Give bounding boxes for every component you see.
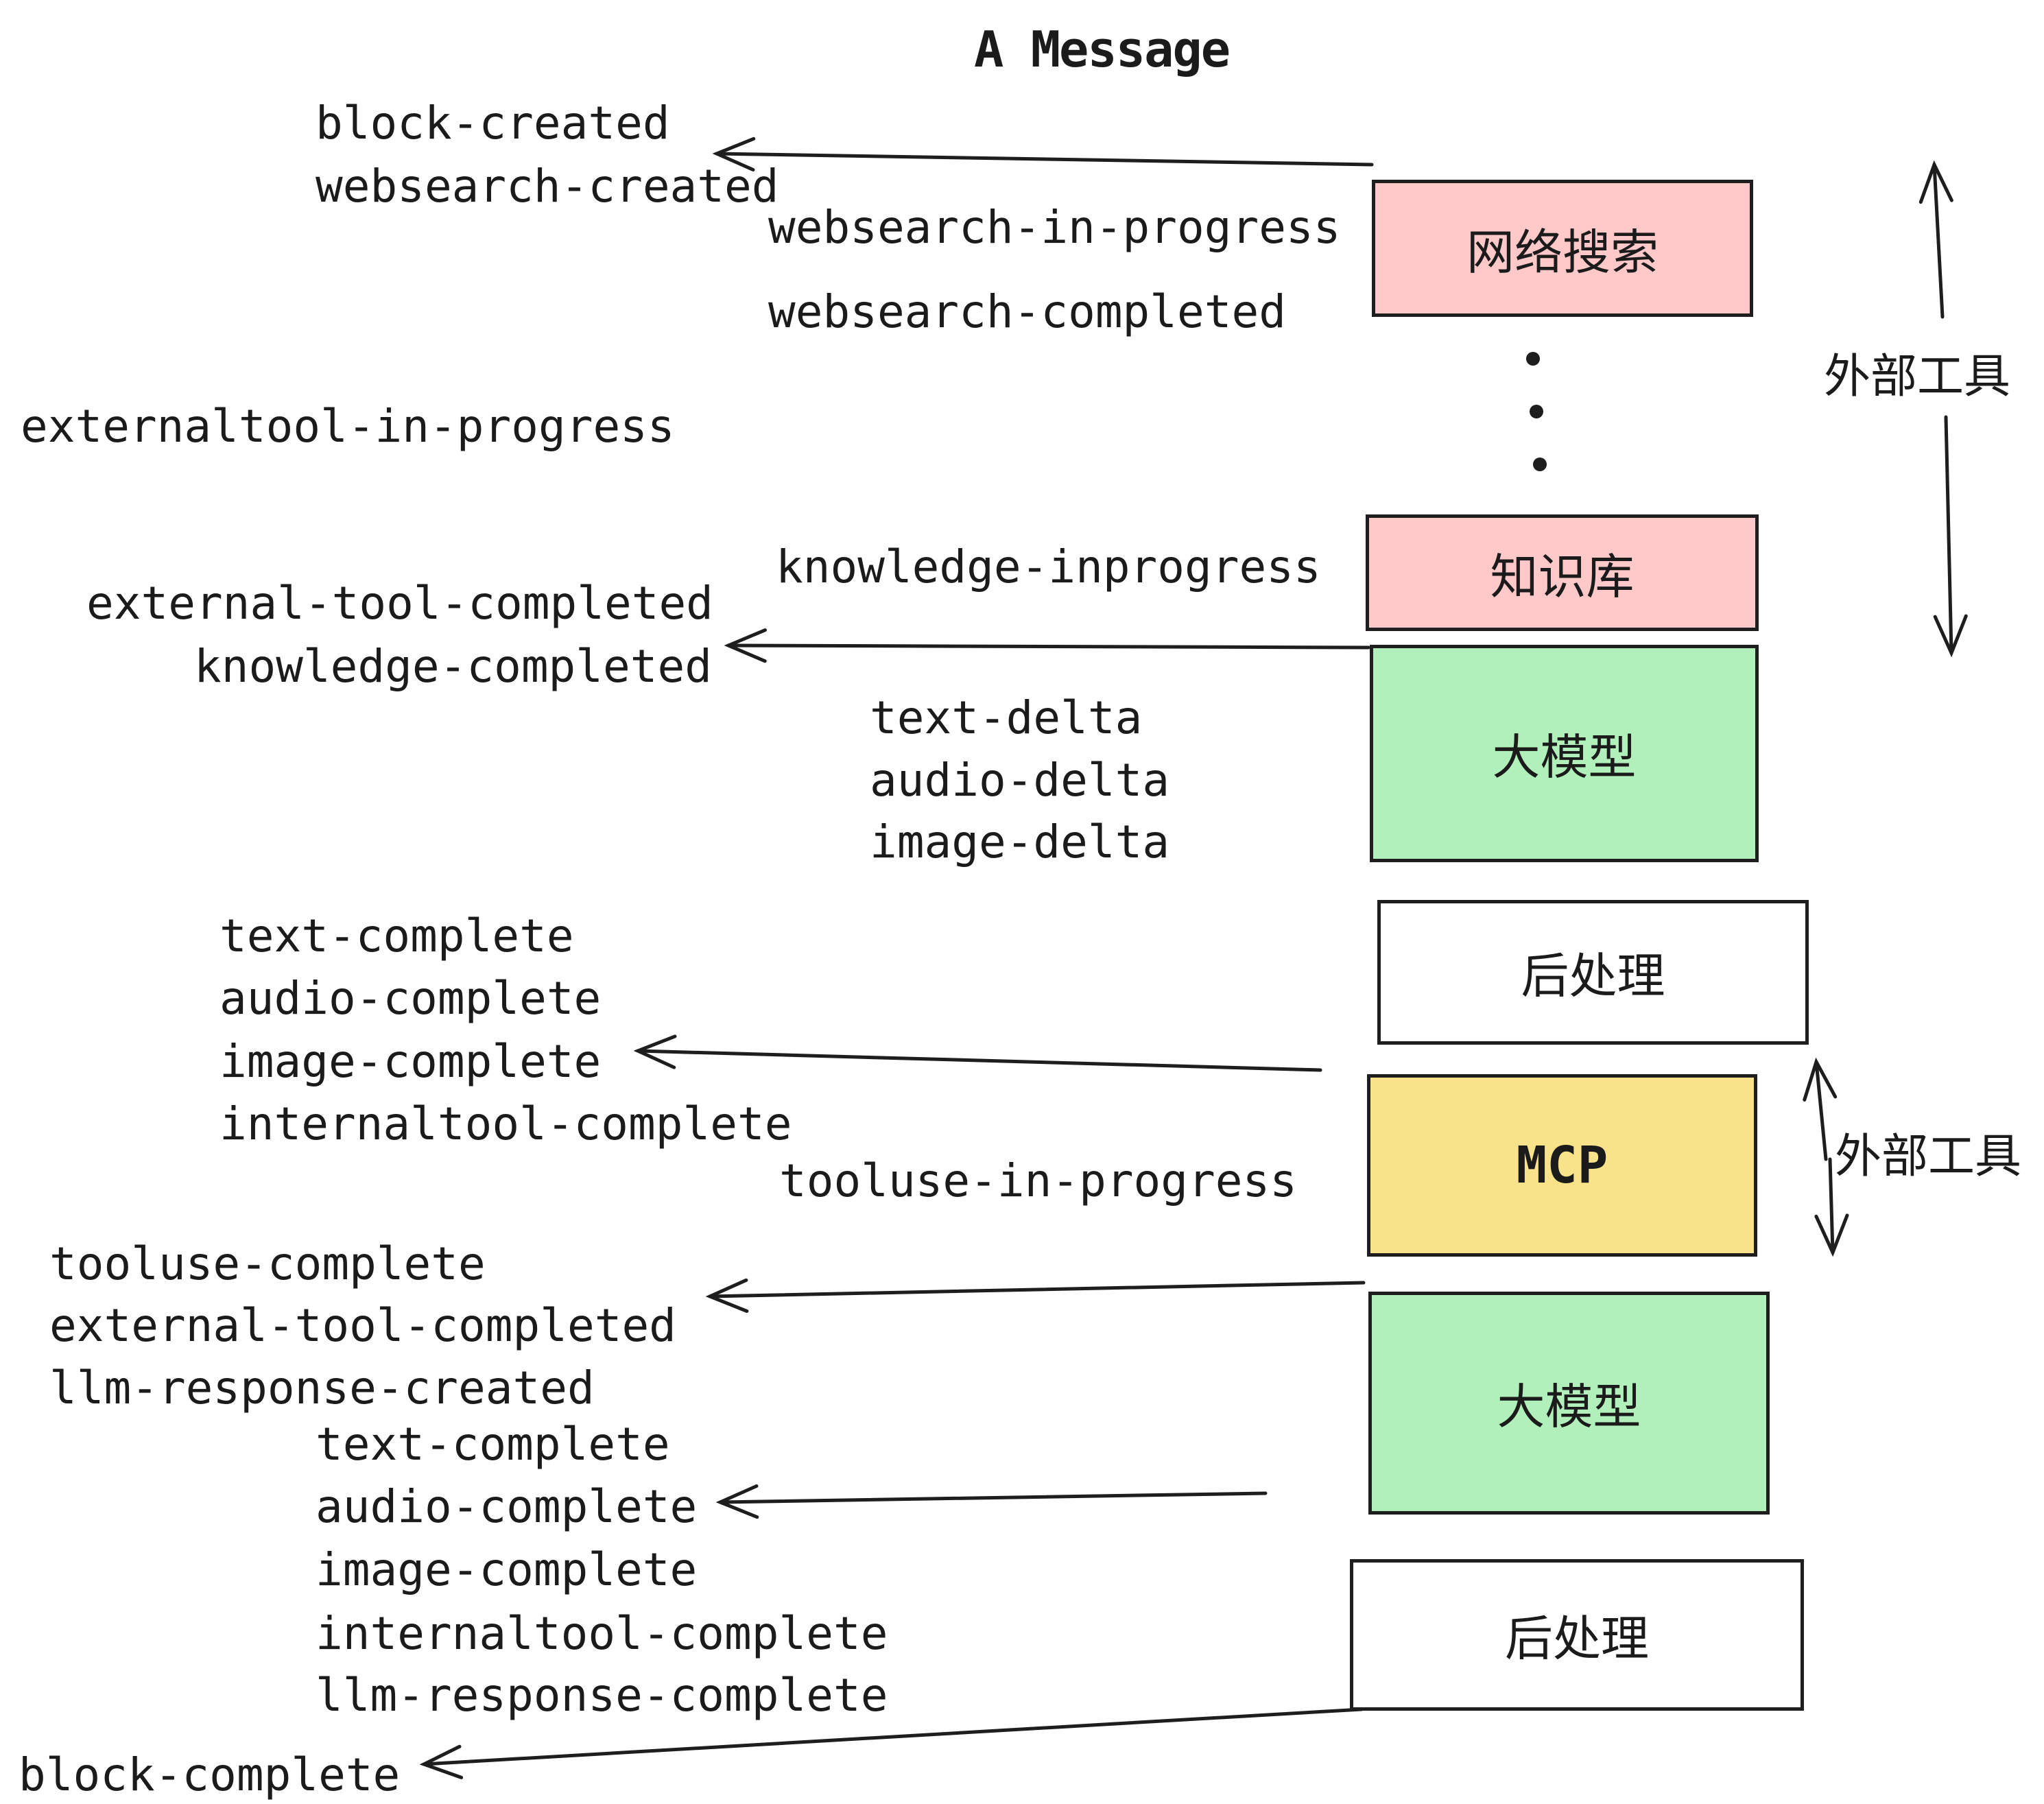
postprocess-box-2: 后处理 <box>1350 1559 1804 1711</box>
arrow-to-image-complete-head <box>633 1034 677 1069</box>
event-label-knowledge-completed: knowledge-completed <box>194 640 712 693</box>
event-label-knowledge-inprogress: knowledge-inprogress <box>776 541 1321 593</box>
ellipsis-dot-2 <box>1530 405 1543 418</box>
event-label-websearch-created: websearch-created <box>316 160 779 213</box>
external-tools-arrow-top-down-head <box>1933 614 1968 658</box>
event-label-block-created: block-created <box>316 97 670 150</box>
llm-box-2-label: 大模型 <box>1497 1379 1641 1435</box>
arrow-to-tooluse-complete-head <box>705 1278 749 1313</box>
event-label-audio-complete: audio-complete <box>316 1480 698 1533</box>
external-tools-label-top: 外部工具 <box>1824 338 2011 406</box>
arrow-to-block-created-head <box>712 137 756 171</box>
postprocess-box-1-label: 后处理 <box>1521 948 1665 1004</box>
external-tools-arrow-bottom-up-head <box>1803 1057 1838 1102</box>
event-label-image-delta: image-delta <box>870 816 1170 868</box>
postprocess-box-1: 后处理 <box>1377 900 1809 1045</box>
external-tools-arrow-top-up <box>1932 163 1945 319</box>
arrow-to-block-complete-head <box>419 1744 464 1779</box>
arrow-to-knowledge-completed-head <box>724 628 767 663</box>
ellipsis-dot-3 <box>1533 458 1547 471</box>
event-label-internaltool-complete: internaltool-complete <box>316 1607 888 1660</box>
event-label-externaltool-in-progress: externaltool-in-progress <box>21 400 675 453</box>
knowledge-base-box: 知识库 <box>1366 514 1759 631</box>
event-label-tooluse-complete: tooluse-complete <box>49 1237 486 1290</box>
websearch-box: 网络搜索 <box>1372 180 1753 317</box>
external-tools-arrow-top-down <box>1944 415 1953 655</box>
event-label-internaltool-complete: internaltool-complete <box>219 1097 792 1150</box>
event-label-external-tool-completed: external-tool-completed <box>86 577 713 630</box>
event-label-llm-response-created: llm-response-created <box>49 1362 595 1414</box>
llm-box-1: 大模型 <box>1370 645 1759 862</box>
arrow-to-block-complete <box>422 1707 1364 1766</box>
event-label-image-complete: image-complete <box>219 1035 602 1088</box>
event-label-audio-delta: audio-delta <box>870 754 1170 807</box>
event-label-text-complete: text-complete <box>219 910 574 962</box>
ellipsis-dot-1 <box>1526 352 1540 366</box>
diagram-title: A Message <box>974 21 1231 78</box>
event-label-text-delta: text-delta <box>870 691 1143 744</box>
llm-box-1-label: 大模型 <box>1492 729 1637 785</box>
arrow-to-image-complete <box>636 1049 1322 1072</box>
external-tools-arrow-bottom-down-head <box>1814 1213 1849 1257</box>
event-label-text-complete: text-complete <box>316 1418 670 1471</box>
event-label-block-complete: block-complete <box>19 1748 401 1801</box>
arrow-to-knowledge-completed <box>726 643 1370 650</box>
external-tools-arrow-bottom-down <box>1828 1157 1835 1255</box>
event-label-tooluse-in-progress: tooluse-in-progress <box>779 1154 1297 1207</box>
mcp-box-label: MCP <box>1516 1136 1608 1195</box>
external-tools-label-bottom: 外部工具 <box>1835 1118 2022 1186</box>
event-label-websearch-in-progress: websearch-in-progress <box>768 201 1341 254</box>
external-tools-arrow-top-up-head <box>1918 160 1953 204</box>
mcp-box: MCP <box>1367 1074 1757 1257</box>
arrow-to-audio-complete <box>718 1491 1268 1504</box>
arrow-to-tooluse-complete <box>708 1281 1366 1298</box>
postprocess-box-2-label: 后处理 <box>1505 1611 1649 1667</box>
websearch-box-label: 网络搜索 <box>1466 224 1659 281</box>
external-tools-arrow-bottom-up <box>1814 1060 1828 1161</box>
arrow-to-audio-complete-head <box>715 1484 759 1519</box>
event-label-websearch-completed: websearch-completed <box>768 285 1286 338</box>
event-label-audio-complete: audio-complete <box>219 972 602 1025</box>
event-label-external-tool-completed: external-tool-completed <box>49 1299 676 1352</box>
knowledge-base-box-label: 知识库 <box>1490 548 1635 605</box>
event-label-llm-response-complete: llm-response-complete <box>316 1669 888 1722</box>
llm-box-2: 大模型 <box>1368 1292 1770 1515</box>
arrow-to-block-created <box>715 152 1374 167</box>
event-label-image-complete: image-complete <box>316 1543 698 1596</box>
